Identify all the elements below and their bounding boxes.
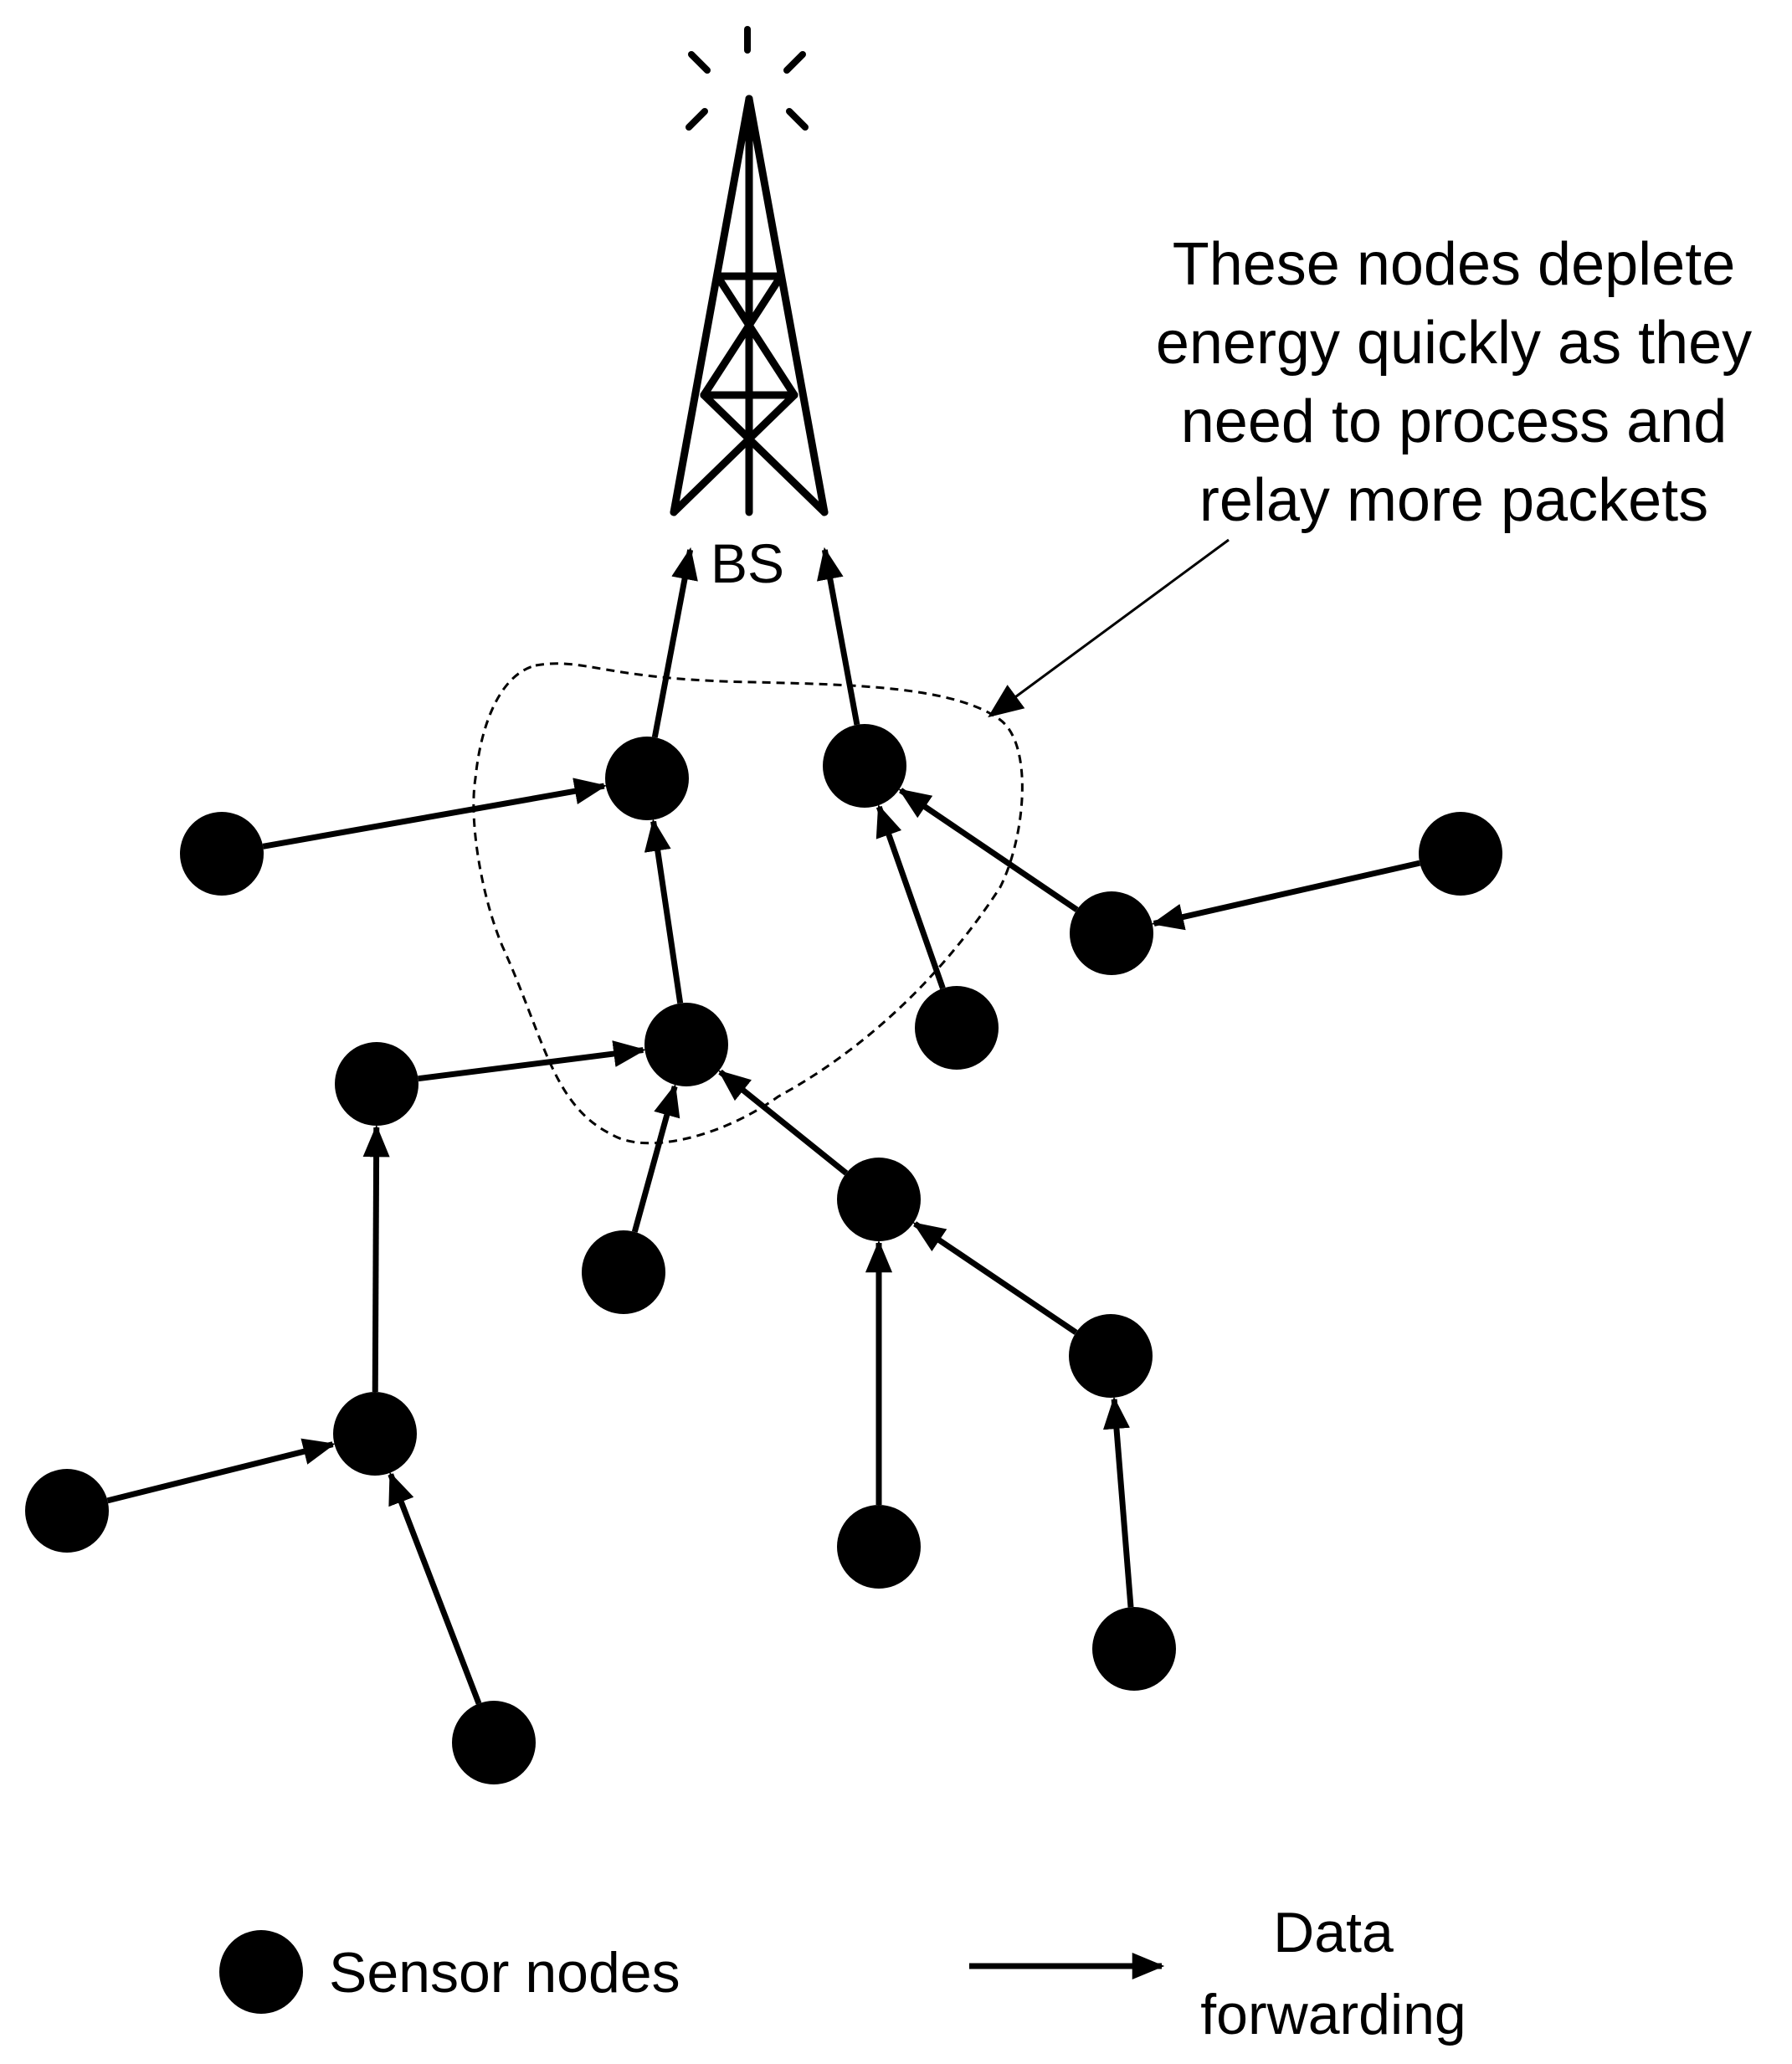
forwarding-arrow	[718, 1069, 849, 1176]
sensor-node	[333, 1392, 417, 1476]
annotation: These nodes deplete energy quickly as th…	[1156, 231, 1752, 534]
sensor-node	[1069, 1314, 1153, 1398]
sensor-node	[823, 724, 906, 808]
sensor-node	[582, 1230, 665, 1314]
legend-forwarding-label-line1: Data	[1273, 1901, 1394, 1964]
sensor-node	[180, 812, 264, 896]
forwarding-arrow	[262, 778, 607, 850]
forwarding-arrow	[875, 804, 946, 989]
forwarding-arrow	[912, 1221, 1078, 1335]
annotation-pointer	[988, 538, 1230, 718]
sensor-node	[335, 1042, 418, 1126]
forwarding-arrow	[106, 1438, 336, 1504]
sensor-node	[837, 1158, 921, 1241]
sensor-node	[1419, 812, 1502, 896]
hotspot-region	[472, 662, 1024, 1145]
base-station-tower-icon	[670, 95, 829, 516]
forwarding-arrow	[631, 1084, 680, 1233]
forwarding-arrow	[651, 547, 698, 738]
forwarding-arrow	[898, 788, 1079, 912]
sensor-node	[837, 1505, 921, 1589]
annotation-line-1: These nodes deplete	[1173, 231, 1736, 298]
sensor-node	[1070, 891, 1153, 975]
legend: Sensor nodes Data forwarding	[219, 1901, 1466, 2046]
sensor-node	[1092, 1607, 1176, 1691]
sensor-node	[452, 1701, 536, 1784]
sensor-node	[644, 1003, 728, 1086]
sensor-nodes	[25, 724, 1502, 1784]
forwarding-arrow	[1102, 1396, 1134, 1608]
sensor-node	[605, 737, 689, 820]
legend-forwarding-label-line2: forwarding	[1200, 1983, 1466, 2046]
signal-rays-icon	[685, 26, 809, 131]
forwarding-arrow	[644, 819, 684, 1004]
sensor-node	[915, 986, 999, 1070]
forwarding-arrow	[388, 1471, 482, 1705]
annotation-line-4: relay more packets	[1199, 467, 1708, 534]
forwarding-arrow	[418, 1040, 646, 1082]
forwarding-arrow	[816, 547, 860, 726]
forwarding-arrow	[362, 1124, 390, 1393]
legend-sensor-node-icon	[219, 1930, 303, 2014]
base-station-label: BS	[711, 532, 784, 594]
annotation-line-2: energy quickly as they	[1156, 310, 1752, 377]
annotation-line-3: need to process and	[1181, 388, 1727, 455]
data-forwarding-links	[106, 547, 1421, 1705]
forwarding-arrow	[1151, 860, 1421, 931]
legend-sensor-label: Sensor nodes	[329, 1941, 680, 2005]
sensor-node	[25, 1469, 109, 1553]
